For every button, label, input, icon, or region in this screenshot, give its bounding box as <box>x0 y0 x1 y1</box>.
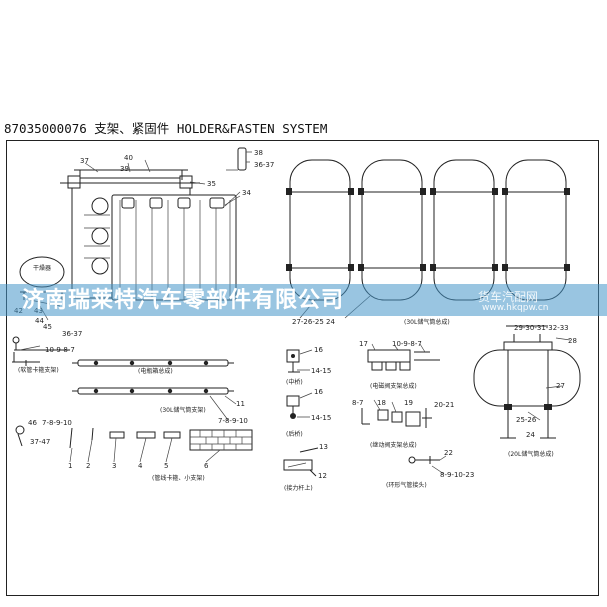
callout-20-21: 20-21 <box>434 401 454 409</box>
solenoid-valve-bracket <box>367 343 440 371</box>
callout-25-26: 25-26 <box>516 416 537 424</box>
hose-clamp-bracket <box>12 352 40 366</box>
callout-8-7: 8-7 <box>352 399 363 407</box>
callout-10-9-8-7-left: 10-9-8-7 <box>45 346 75 354</box>
caption-tank20-set: (20L储气筒总成) <box>508 450 554 458</box>
callout-7-8-9-10-left: 7-8-9-10 <box>42 419 72 427</box>
callout-34: 34 <box>242 189 251 197</box>
callout-46: 46 <box>28 419 37 427</box>
mid-axle-parts <box>286 349 313 373</box>
callout-part-1: 1 <box>68 462 72 470</box>
callout-28: 28 <box>568 337 577 345</box>
callout-11: 11 <box>236 400 245 408</box>
caption-solenoid-bracket: (电磁阀支架总成) <box>370 382 417 390</box>
callout-29-33: 29-30-31-32-33 <box>514 324 569 332</box>
caption-rear-axle: (后桥) <box>286 430 303 438</box>
callout-37: 37 <box>80 157 89 165</box>
callout-22: 22 <box>444 449 453 457</box>
callout-18: 18 <box>377 399 386 407</box>
callout-part-3: 3 <box>112 462 116 470</box>
callout-44: 44 <box>35 317 44 325</box>
callout-part-2: 2 <box>86 462 90 470</box>
watermark-company: 济南瑞莱特汽车零部件有限公司 <box>22 287 345 313</box>
callout-27-26-25-24: 27-26-25 24 <box>292 318 335 326</box>
caption-tank30-bracket: (30L储气筒支架) <box>160 406 206 414</box>
watermark-site-name: 货车汽配网 <box>478 290 539 304</box>
caption-battery-box: (电瓶箱总成) <box>138 367 173 375</box>
callout-17: 17 <box>359 340 368 348</box>
callout-19: 19 <box>404 399 413 407</box>
caption-mid-axle: (中桥) <box>286 378 303 386</box>
caption-ring-joint: (环形气管接头) <box>386 481 427 489</box>
callout-12: 12 <box>318 472 327 480</box>
callout-39: 39 <box>120 165 129 173</box>
caption-relay-bracket: (继动阀支架总成) <box>370 441 417 449</box>
air-tanks-30l <box>286 159 570 319</box>
caption-dryer: 干燥器 <box>33 264 51 272</box>
callout-45: 45 <box>43 323 52 331</box>
callout-part-5: 5 <box>164 462 168 470</box>
watermark-band <box>0 284 607 316</box>
air-tank-20l <box>473 325 581 439</box>
callout-13: 13 <box>319 443 328 451</box>
callout-37-47: 37-47 <box>30 438 50 446</box>
callout-14-15-rear: 14-15 <box>311 414 331 422</box>
drawing-frame <box>6 140 599 596</box>
battery-box-assembly <box>60 147 252 301</box>
callout-36-37-top: 36-37 <box>254 161 274 169</box>
callout-8-9-10-23: 8-9-10-23 <box>440 471 474 479</box>
relay-valve-bracket <box>361 399 432 428</box>
small-parts <box>15 425 253 463</box>
callout-part-6: 6 <box>204 462 209 470</box>
ring-joint <box>408 455 447 475</box>
callout-40: 40 <box>124 154 133 162</box>
watermark-url: www.hkqpw.cn <box>482 303 549 313</box>
tank30-bracket-bars <box>72 359 237 421</box>
callout-16-rear: 16 <box>314 388 323 396</box>
callout-7-8-9-10-mid: 7-8-9-10 <box>218 417 248 425</box>
callout-16-mid: 16 <box>314 346 323 354</box>
caption-tank30-set: (30L储气筒总成) <box>404 318 450 326</box>
caption-hose-clamp: (软管卡箍支架) <box>18 366 59 374</box>
callout-part-4: 4 <box>138 462 143 470</box>
callout-10-9-8-7-right: 10-9-8-7 <box>392 340 422 348</box>
catch-clamp-parts <box>283 447 319 477</box>
callout-14-15-mid: 14-15 <box>311 367 331 375</box>
callout-38: 38 <box>254 149 263 157</box>
callout-24: 24 <box>526 431 535 439</box>
page-title: 87035000076 支架、紧固件 HOLDER&FASTEN SYSTEM <box>4 121 328 136</box>
callout-35: 35 <box>207 180 216 188</box>
callout-27: 27 <box>556 382 565 390</box>
caption-catch-clamp: (接力杆上) <box>284 484 313 492</box>
rear-axle-parts <box>286 392 313 419</box>
callout-36-37-left: 36-37 <box>62 330 82 338</box>
caption-clamp-bracket: (管线卡箍、小支架) <box>152 474 205 482</box>
